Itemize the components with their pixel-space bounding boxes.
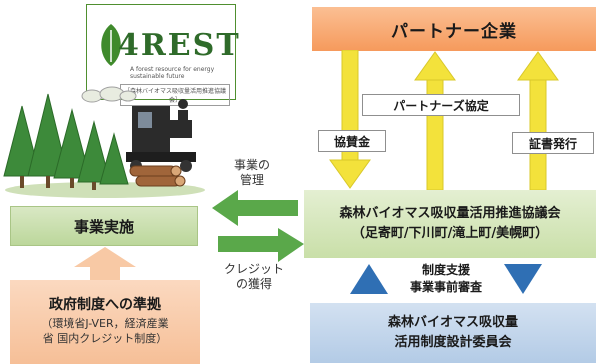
forestry-illustration [3, 86, 205, 198]
system-support-label: 制度支援 事業事前審査 [409, 263, 482, 294]
flow-arrows [329, 50, 559, 191]
logs-icon [129, 165, 186, 187]
tree-icon [3, 93, 129, 185]
left-arrow-icon [212, 190, 298, 226]
down-triangle-icon [504, 264, 542, 294]
credit-acquisition-label: クレジット の獲得 [223, 262, 284, 291]
up-triangle-icon [350, 264, 388, 294]
worker-icon [178, 99, 188, 132]
partner-companies-box: パートナー企業 [312, 7, 596, 51]
council-name: 森林バイオマス吸収量活用推進協議会 [339, 206, 561, 221]
design-committee-box: 森林バイオマス吸収量 活用制度設計委員会 [310, 303, 596, 363]
council-members: （足寄町/下川町/滝上町/美幌町） [351, 226, 549, 241]
certificate-issue-label: 証書発行 [512, 132, 594, 154]
management-label: 事業の 管理 [233, 158, 270, 187]
council-box: 森林バイオマス吸収量活用推進協議会 （足寄町/下川町/滝上町/美幌町） [304, 190, 596, 258]
project-implementation-box: 事業実施 [10, 206, 198, 246]
sponsorship-label: 協賛金 [318, 130, 386, 152]
logo-text: 4REST [118, 28, 241, 63]
down-arrow-icon [329, 50, 371, 189]
government-compliance-box: 政府制度への準拠 （環境省J-VER，経済産業 省 国内クレジット制度） [10, 280, 200, 364]
green-arrows [212, 190, 304, 262]
up-arrow-icon [414, 51, 456, 191]
logo-tagline: A forest resource for energy sustainable… [130, 66, 215, 80]
up-arrow-icon [517, 51, 559, 191]
partners-agreement-label: パートナーズ協定 [362, 94, 520, 116]
up-arrow-icon [74, 247, 136, 281]
government-compliance-title: 政府制度への準拠 [49, 297, 161, 313]
logo-leaf-icon [101, 24, 121, 66]
right-arrow-icon [218, 228, 304, 262]
